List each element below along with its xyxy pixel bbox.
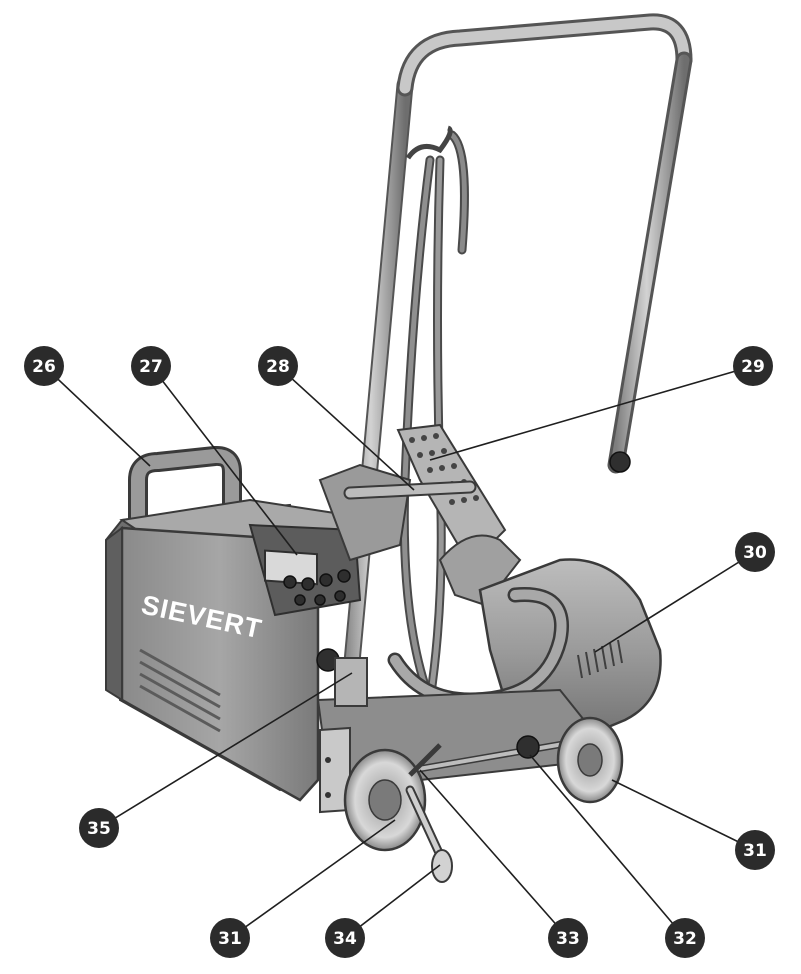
pressure-wheel-front bbox=[343, 748, 427, 852]
callout-29: 29 bbox=[733, 346, 773, 386]
svg-text:33: 33 bbox=[556, 929, 580, 949]
motor bbox=[387, 451, 662, 747]
svg-text:34: 34 bbox=[333, 929, 357, 949]
leader-35 bbox=[98, 672, 353, 829]
svg-text:31: 31 bbox=[218, 929, 242, 949]
vent-slats bbox=[139, 648, 221, 733]
leader-33 bbox=[419, 769, 569, 939]
frame-lock-knob bbox=[609, 451, 631, 473]
svg-text:29: 29 bbox=[741, 357, 765, 377]
control-knobs bbox=[283, 569, 351, 606]
callout-32: 32 bbox=[665, 918, 705, 958]
main-housing: SIEVERT bbox=[104, 498, 383, 802]
svg-text:31: 31 bbox=[743, 841, 767, 861]
callout-26: 26 bbox=[24, 346, 64, 386]
leader-26 bbox=[43, 365, 151, 467]
leader-31a bbox=[229, 819, 396, 939]
svg-text:32: 32 bbox=[673, 929, 697, 949]
leader-32 bbox=[529, 754, 686, 939]
leader-29 bbox=[429, 365, 754, 461]
control-panel bbox=[248, 523, 362, 617]
callout-27: 27 bbox=[131, 346, 171, 386]
guide-pedal bbox=[405, 785, 453, 883]
hot-air-blower bbox=[318, 423, 507, 567]
svg-text:30: 30 bbox=[743, 543, 767, 563]
motor-vents bbox=[577, 639, 623, 679]
callout-31-front: 31 bbox=[210, 918, 250, 958]
guide-frame bbox=[334, 13, 693, 769]
carry-handle bbox=[128, 445, 242, 520]
svg-text:28: 28 bbox=[266, 357, 290, 377]
leader-31b bbox=[611, 779, 756, 851]
svg-text:27: 27 bbox=[139, 357, 163, 377]
callout-30: 30 bbox=[735, 532, 775, 572]
callout-31-rear: 31 bbox=[735, 830, 775, 870]
callout-35: 35 bbox=[79, 808, 119, 848]
power-cable bbox=[399, 125, 469, 705]
callout-33: 33 bbox=[548, 918, 588, 958]
leader-27 bbox=[150, 365, 298, 556]
cable-hook bbox=[405, 125, 453, 160]
leader-30 bbox=[594, 551, 756, 653]
guide-rod bbox=[408, 743, 442, 777]
svg-text:26: 26 bbox=[32, 357, 56, 377]
pressure-wheel-rear bbox=[556, 716, 624, 804]
leader-28 bbox=[277, 365, 415, 491]
callout-34: 34 bbox=[325, 918, 365, 958]
leader-lines bbox=[43, 365, 756, 939]
adjust-knob bbox=[516, 735, 540, 759]
svg-text:35: 35 bbox=[87, 819, 111, 839]
callout-28: 28 bbox=[258, 346, 298, 386]
